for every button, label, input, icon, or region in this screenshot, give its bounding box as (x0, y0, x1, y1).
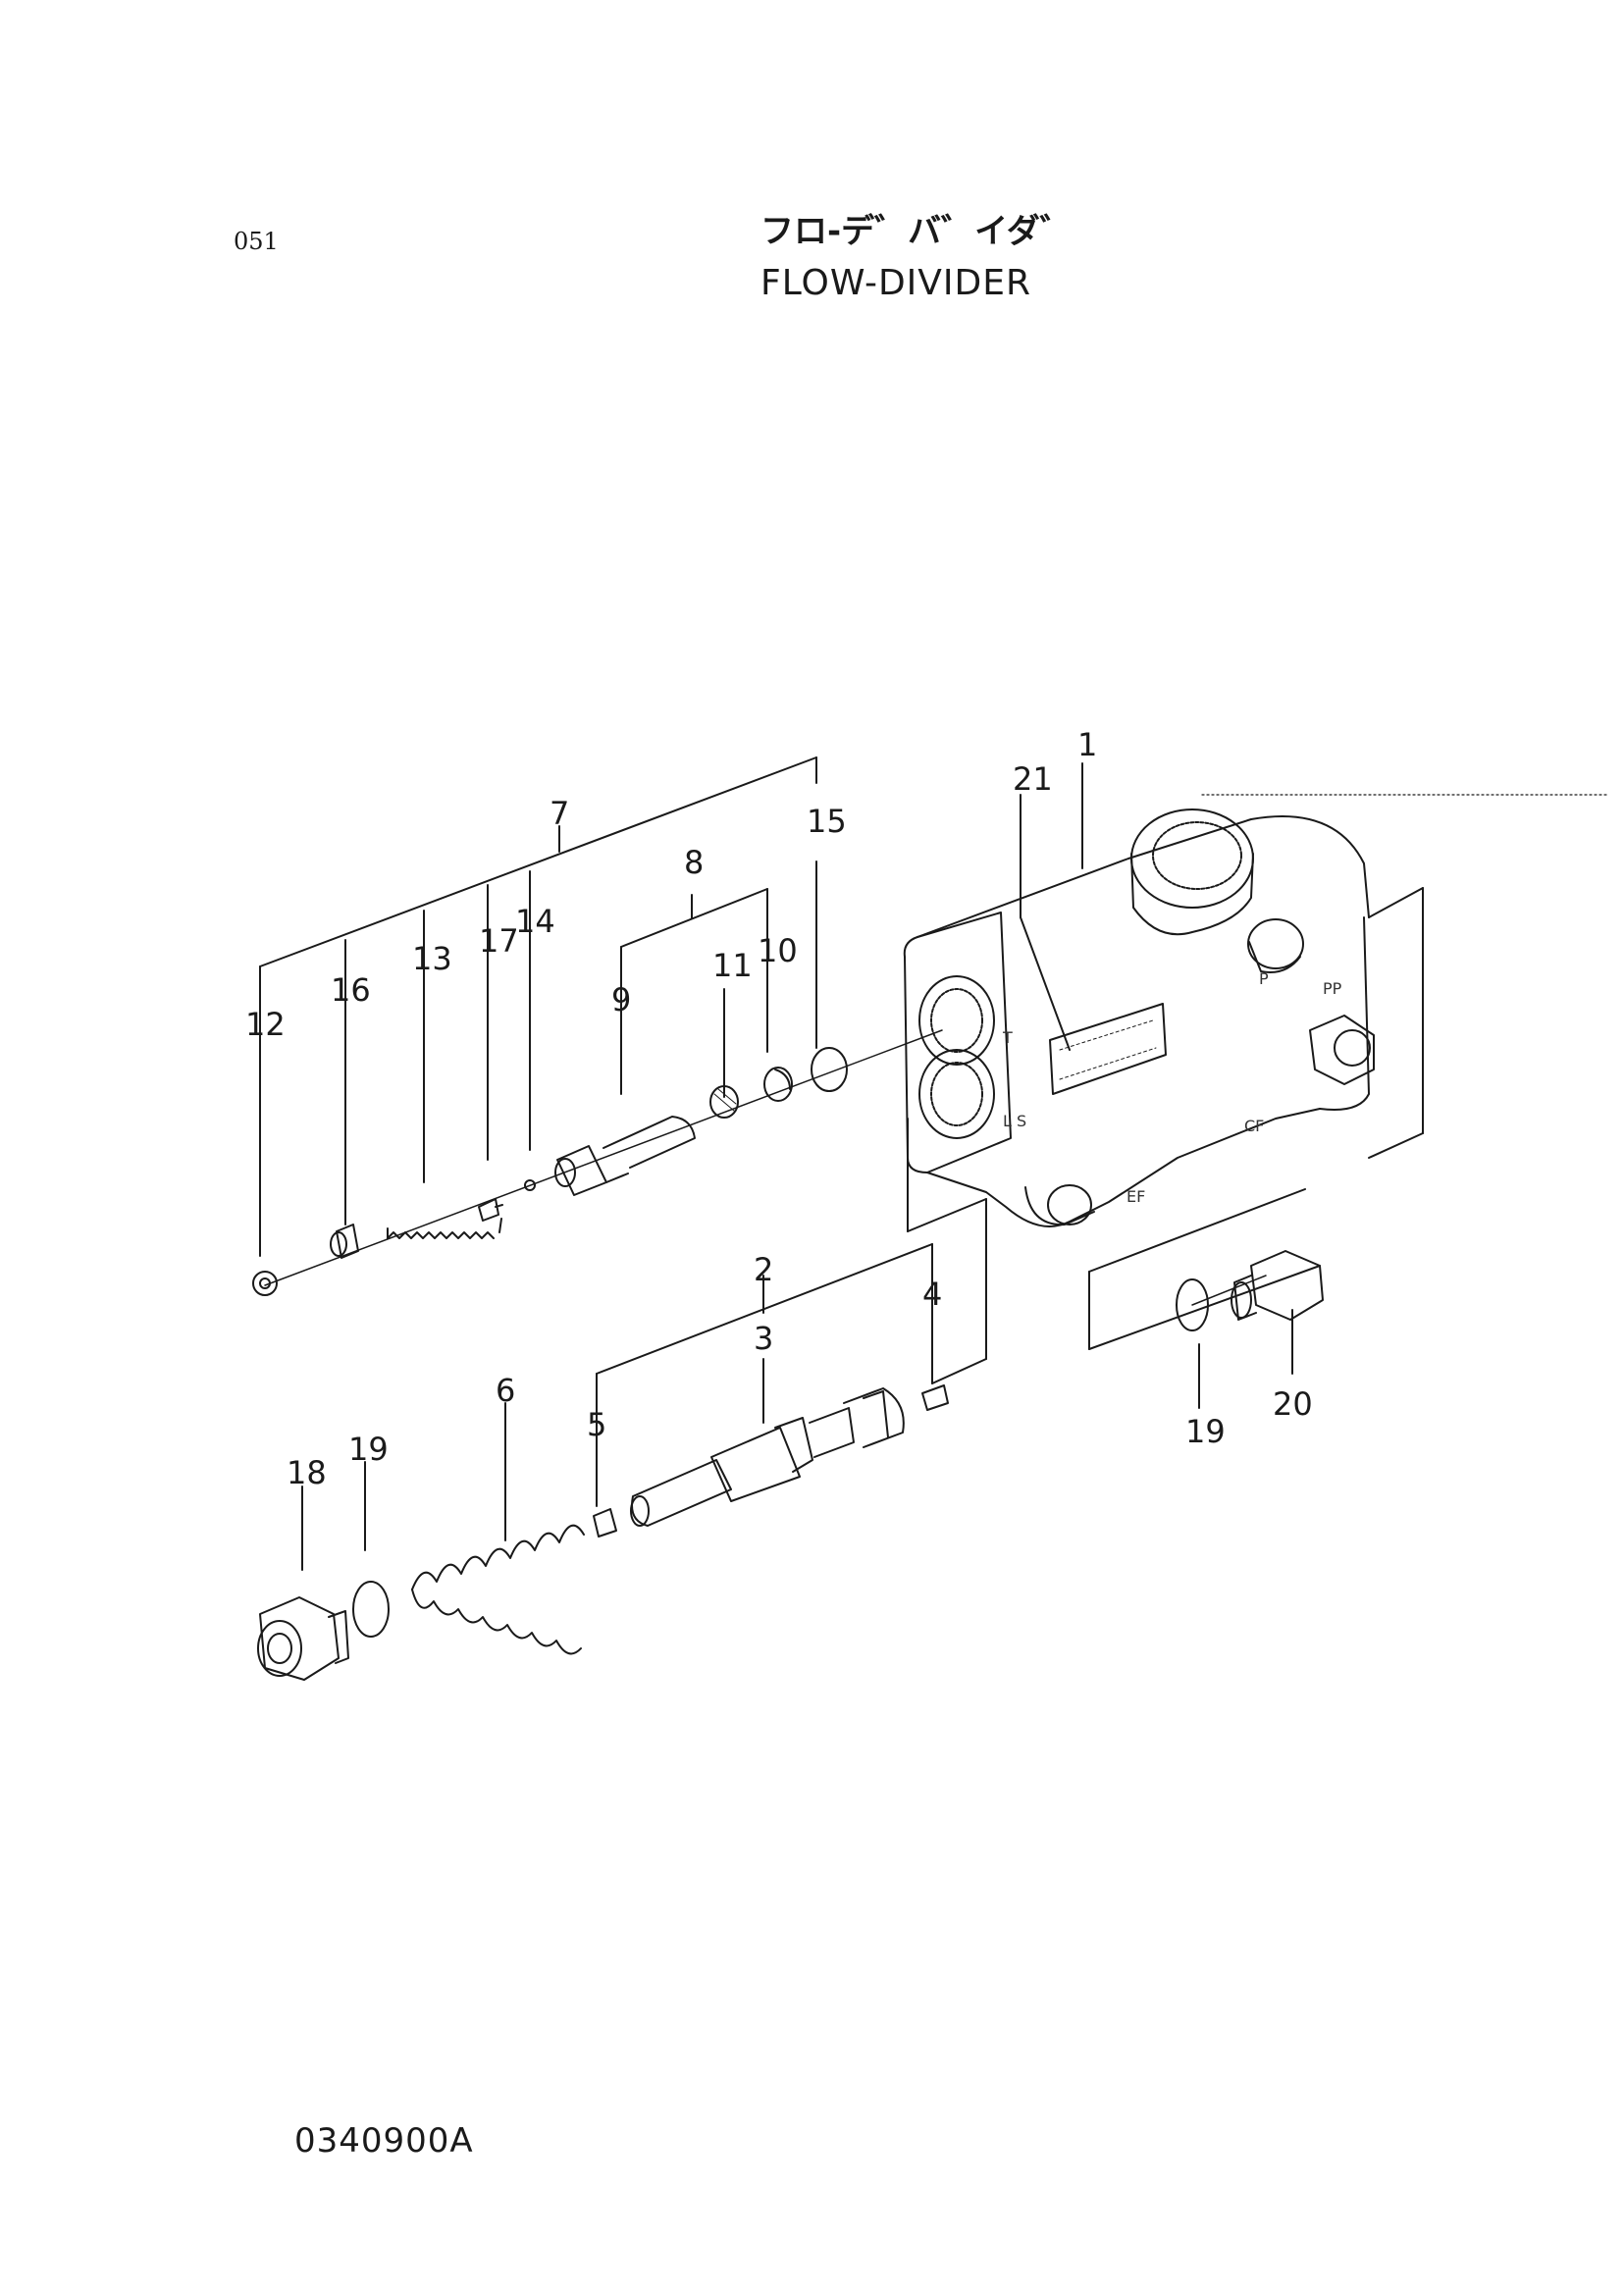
callout-18: 18 (287, 1454, 327, 1491)
callout-10: 10 (758, 932, 798, 969)
callout-11: 11 (712, 947, 753, 984)
callout-7: 7 (550, 795, 569, 832)
port-label-pp: PP (1323, 979, 1342, 998)
callout-numbers: 1 21 7 15 8 14 17 13 16 12 9 11 10 2 3 4… (245, 726, 1313, 1491)
title-japanese: フロ-デ゛バ゛イダ゛ (760, 212, 1074, 251)
callout-6: 6 (496, 1372, 515, 1409)
callout-8: 8 (684, 844, 704, 881)
callout-16: 16 (331, 971, 371, 1009)
callout-14: 14 (515, 903, 555, 940)
port-label-p: P (1259, 969, 1269, 988)
port-label-ef: EF (1126, 1187, 1145, 1206)
callout-1: 1 (1077, 726, 1097, 763)
leader-lines-upper (259, 756, 1610, 1257)
page-number: 051 (234, 228, 279, 255)
port-label-ls: L S (1003, 1112, 1026, 1130)
callout-15: 15 (807, 803, 847, 840)
callout-13: 13 (412, 940, 452, 977)
callout-5: 5 (587, 1406, 606, 1443)
callout-9: 9 (611, 981, 631, 1018)
callout-21: 21 (1013, 760, 1053, 798)
lower-spool-parts (257, 1250, 1324, 1681)
page-title: FLOW-DIVIDER (760, 263, 1032, 303)
upper-spool-parts (252, 1047, 848, 1296)
leader-lines-lower (264, 887, 1424, 1571)
callout-19-right: 19 (1185, 1413, 1226, 1450)
callout-19-left: 19 (348, 1431, 389, 1468)
port-markings: T L S P PP CF EF (1002, 969, 1342, 1206)
callout-2: 2 (754, 1251, 773, 1288)
callout-17: 17 (479, 922, 519, 960)
valve-housing (903, 808, 1375, 1227)
port-label-cf: CF (1244, 1117, 1264, 1135)
callout-20: 20 (1273, 1385, 1313, 1423)
callout-3: 3 (754, 1320, 773, 1357)
callout-12: 12 (245, 1006, 286, 1043)
document-code: 0340900A (294, 2121, 474, 2161)
port-label-t: T (1002, 1028, 1013, 1047)
callout-4: 4 (922, 1276, 942, 1313)
